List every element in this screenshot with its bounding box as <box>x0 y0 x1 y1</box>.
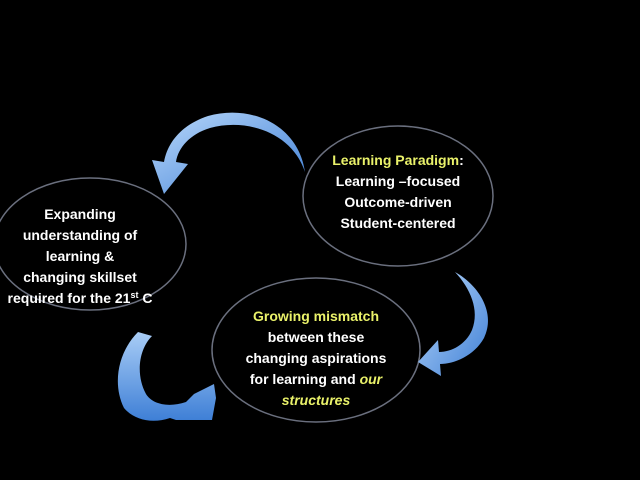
curved-arrow-icon <box>418 272 489 376</box>
arrow-left-to-bottom <box>117 332 216 421</box>
node-left-line: learning & <box>45 248 115 264</box>
circle-bottom <box>211 277 421 423</box>
node-bottom-line-main: for learning and <box>249 371 360 387</box>
node-bottom-text: Growing mismatch between these changing … <box>222 306 410 411</box>
node-bottom-line: between these <box>267 329 365 345</box>
circle-right <box>302 125 494 267</box>
node-right-title: Learning Paradigm <box>332 152 460 168</box>
node-right-line: Learning –focused <box>335 173 461 189</box>
node-left-line: changing skillset <box>23 269 137 285</box>
curved-arrow-icon <box>152 112 305 194</box>
node-left-line: Expanding <box>44 206 116 222</box>
node-right-line: Outcome-driven <box>344 194 452 210</box>
node-left-text: Expanding understanding of learning & ch… <box>0 204 160 309</box>
node-bottom-line: for learning and our <box>222 369 410 390</box>
node-right-title-line: Learning Paradigm: <box>318 150 478 171</box>
node-left-line: understanding of <box>22 227 138 243</box>
circle-left <box>0 177 187 311</box>
node-left-line: required for the 21st C <box>0 288 160 309</box>
node-left-superscript: st <box>130 290 139 300</box>
node-bottom-title: Growing mismatch <box>252 308 380 324</box>
arrow-right-to-bottom <box>418 272 489 376</box>
node-right-line: Student-centered <box>340 215 456 231</box>
node-right-title-suffix: : <box>459 152 464 168</box>
node-left-line-main: required for the 21 <box>7 290 131 306</box>
node-left-line-end: C <box>138 290 153 306</box>
node-bottom-line: changing aspirations <box>245 350 387 366</box>
node-bottom-emphasis: structures <box>281 392 351 408</box>
arrow-right-to-left <box>152 112 305 194</box>
node-right-text: Learning Paradigm: Learning –focused Out… <box>318 150 478 234</box>
node-bottom-emphasis: our <box>359 371 383 387</box>
curved-arrow-icon <box>117 332 216 421</box>
